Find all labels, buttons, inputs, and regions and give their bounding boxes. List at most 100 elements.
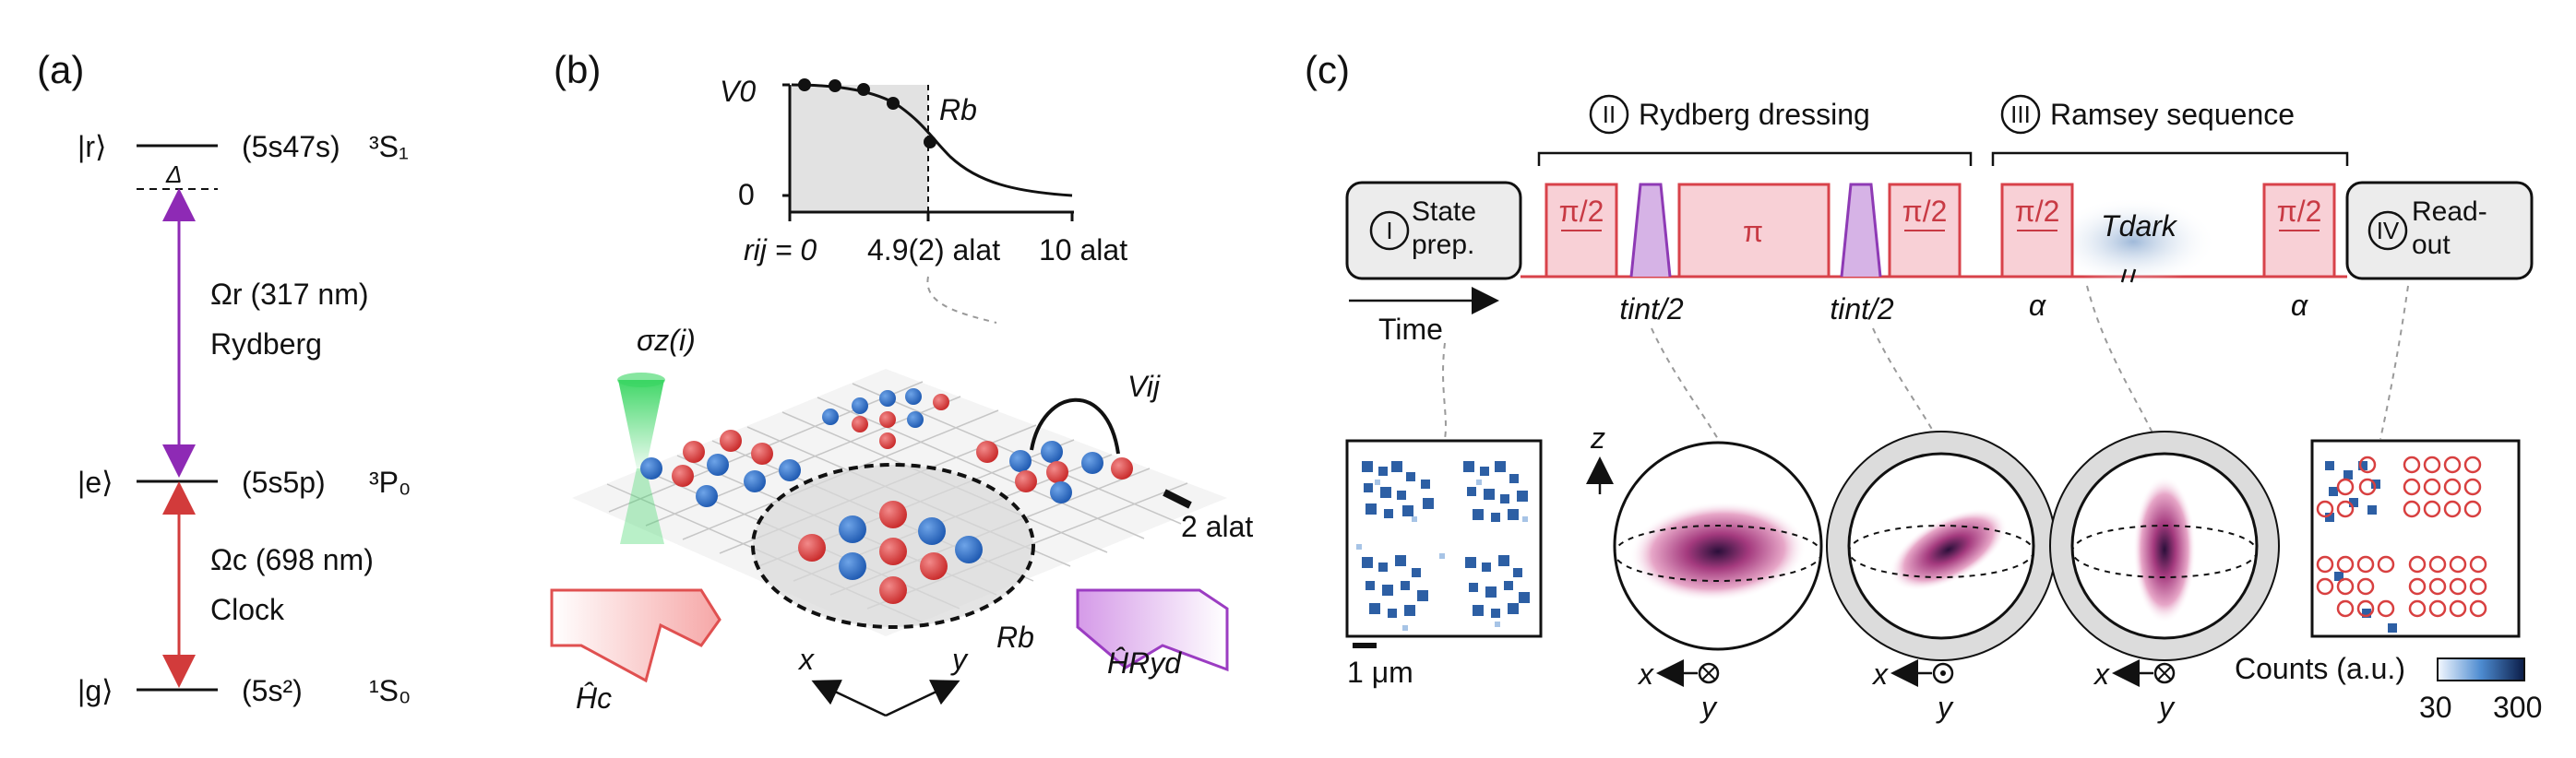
tint-label-1: tint/2 [1619, 292, 1684, 326]
noise-pixels-left [1356, 480, 1528, 631]
detuning-label: Δ [165, 160, 182, 188]
step-4-roman: IV [2377, 217, 2400, 244]
step-2-roman: II [1603, 101, 1616, 128]
atom-red [672, 465, 694, 487]
potential-plot: V0 0 Rb rij = 0 4.9(2) alat 10 alat [720, 75, 1127, 324]
pulse-label-1: π/2 [1559, 195, 1604, 228]
panel-a-label: (a) [37, 48, 84, 91]
panel-b: (b) V0 0 Rb rij = 0 4.9(2) alat 10 alat [550, 48, 1253, 717]
atom-blue [779, 459, 801, 481]
bloch-sphere-1: x y [1613, 441, 1823, 724]
panel-a: (a) |r⟩ |e⟩ |g⟩ (5s47s) (5s5p) (5s²) ³S₁… [37, 48, 411, 707]
curve-point [887, 97, 900, 110]
atom-pixels-left [1362, 461, 1530, 618]
bracket-ramsey [1991, 151, 2349, 166]
tdark-label: Tdark [2101, 209, 2178, 243]
into-page-icon [2153, 662, 2176, 684]
pulse-pi [1677, 183, 1831, 278]
curve-point [857, 83, 870, 96]
atom-blue [744, 470, 766, 492]
pulse-label-2: π [1743, 215, 1763, 248]
xtick-right: 10 alat [1039, 233, 1127, 266]
dressing-pulse-2 [1840, 183, 1882, 278]
state-prep-box [1345, 181, 1522, 280]
pulse-sequence: π/2 π π/2 π/2 π/2 [1544, 183, 2336, 283]
tdark-glow [2050, 197, 2216, 286]
green-beam-upper [618, 380, 664, 468]
config-r: (5s47s) [242, 130, 340, 163]
wavefunction-blob-3 [2133, 476, 2196, 623]
rydberg-rabi-label: Ωr (317 nm) [210, 278, 369, 311]
rydberg-name: Rydberg [210, 327, 322, 361]
time-label: Time [1378, 313, 1443, 346]
bloch-sphere-2: x y [1826, 431, 2057, 724]
y-label-1: y [1699, 691, 1718, 724]
alpha-label-2: α [2291, 289, 2308, 322]
atoms-cluster-right: Vij [976, 370, 1161, 503]
sigma-beam: σz(i) [617, 324, 696, 544]
ytick-bottom: 0 [738, 178, 755, 211]
scale-label: 1 μm [1347, 656, 1413, 689]
atoms-cluster-top [822, 388, 949, 449]
interaction-arc [1030, 397, 1120, 455]
panel-b-label: (b) [554, 48, 601, 91]
potential-curve [791, 83, 1073, 197]
hryd-beam [1076, 588, 1229, 672]
readout-box [2345, 181, 2534, 280]
clock-name: Clock [210, 593, 285, 626]
step-3-roman: III [2010, 101, 2031, 128]
x-label-3: x [2093, 657, 2110, 691]
dressing-pulse-1 [1629, 183, 1672, 278]
rb-bottom-label: Rb [996, 621, 1034, 654]
config-g: (5s²) [242, 674, 303, 707]
xtick-left: rij = 0 [744, 233, 817, 266]
counts-max: 300 [2493, 691, 2542, 724]
step-3-label: Ramsey sequence [2050, 98, 2295, 131]
bracket-dressing [1537, 151, 1973, 166]
atom-pixels-right [2325, 461, 2397, 633]
step-1-roman: I [1386, 217, 1392, 244]
bloch-sphere-3: x y [2049, 431, 2280, 724]
axis-y-arrow [885, 680, 960, 717]
state-prep-text: State prep. [1412, 196, 1477, 260]
hryd-label: ĤRyd [1107, 646, 1182, 680]
hc-beam [550, 588, 722, 683]
curve-point [829, 79, 841, 92]
axis-x-arrow [811, 680, 887, 717]
out-of-page-icon [1932, 662, 1954, 684]
ket-g: |g⟩ [78, 674, 113, 707]
atom-red [751, 443, 773, 465]
ytick-top: V0 [720, 75, 756, 108]
y-label-3: y [2157, 691, 2176, 724]
pulse-label-4: π/2 [2015, 195, 2060, 228]
readout-text-wrap: Read-out [2412, 196, 2487, 260]
config-e: (5s5p) [242, 466, 326, 499]
atoms-blockade [798, 501, 983, 604]
term-g: ¹S₀ [369, 674, 411, 707]
readout-text: Read-out [2412, 196, 2487, 260]
wavefunction-blob-2 [1890, 508, 2008, 591]
wavefunction-blob-1 [1629, 501, 1807, 602]
time-break [2120, 268, 2137, 283]
x-label-2: x [1871, 657, 1889, 691]
vij-label: Vij [1127, 370, 1161, 403]
axis-x-label: x [797, 643, 815, 676]
counts-label: Counts (a.u.) [2235, 652, 2405, 685]
x-label-1: x [1637, 657, 1654, 691]
colorbar [2437, 657, 2525, 681]
atom-blue [696, 485, 718, 507]
term-r: ³S₁ [369, 130, 409, 163]
connectors [1442, 285, 2409, 440]
curve-point [798, 78, 811, 91]
atoms-cluster-left [640, 430, 801, 507]
spacing-marker [1163, 489, 1192, 509]
image-readout [2310, 439, 2521, 638]
xtick-mid: 4.9(2) alat [867, 233, 1000, 266]
ket-r: |r⟩ [78, 130, 106, 163]
spacing-label: 2 alat [1181, 510, 1253, 543]
state-prep-text-wrap: State prep. [1412, 196, 1477, 260]
target-circles [2316, 456, 2487, 618]
rb-label: Rb [939, 93, 977, 126]
step-2-label: Rydberg dressing [1639, 98, 1870, 131]
